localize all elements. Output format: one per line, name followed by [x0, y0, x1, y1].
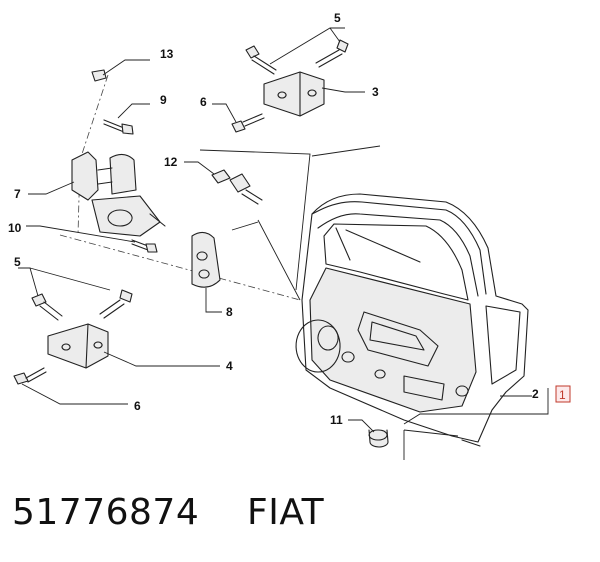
callout-6-top: 6 — [200, 95, 207, 109]
callout-1-box — [555, 385, 571, 403]
callout-6-bottom: 6 — [134, 399, 141, 413]
part-10-bolt — [26, 225, 158, 253]
callout-8: 8 — [226, 305, 233, 319]
part-6-bolt-top — [212, 103, 265, 133]
exploded-parts-diagram: 13 5 3 9 6 12 7 10 5 8 4 6 2 1 11 — [8, 11, 571, 460]
part-caption: 51776874 FIAT — [12, 492, 324, 542]
part-6-bolt-bottom — [13, 367, 128, 405]
part-5-screws-top — [245, 27, 349, 75]
part-3-upper-hinge — [263, 71, 365, 117]
part-4-lower-hinge — [47, 323, 220, 369]
door-leader-lines — [199, 145, 459, 460]
part-5-bolts-mid — [18, 267, 133, 321]
part-11-plug — [348, 419, 389, 448]
callout-3: 3 — [372, 85, 379, 99]
caption-gap — [199, 492, 247, 533]
part-13-cap-nut — [91, 59, 150, 82]
callout-4: 4 — [226, 359, 233, 373]
callout-5-top: 5 — [334, 11, 341, 25]
part-7-hinge-assembly — [28, 151, 166, 237]
callout-2: 2 — [532, 387, 539, 401]
callout-5-mid: 5 — [14, 255, 21, 269]
part-2-door-shell — [295, 193, 529, 447]
callout-13: 13 — [160, 47, 174, 61]
part-8-door-stop — [191, 231, 222, 313]
part-12-check-pin — [184, 161, 263, 205]
bracket-1-2 — [403, 388, 549, 425]
part-9-bolt — [103, 103, 150, 135]
brand-name: FIAT — [247, 492, 325, 533]
callout-9: 9 — [160, 93, 167, 107]
assembly-axis-upper — [77, 74, 109, 236]
callout-1: 1 — [559, 388, 566, 402]
callout-11: 11 — [330, 413, 343, 427]
callout-7: 7 — [14, 187, 21, 201]
callout-12: 12 — [164, 155, 178, 169]
callout-10: 10 — [8, 221, 22, 235]
assembly-axis-lower — [59, 234, 301, 301]
part-number: 51776874 — [12, 492, 200, 533]
